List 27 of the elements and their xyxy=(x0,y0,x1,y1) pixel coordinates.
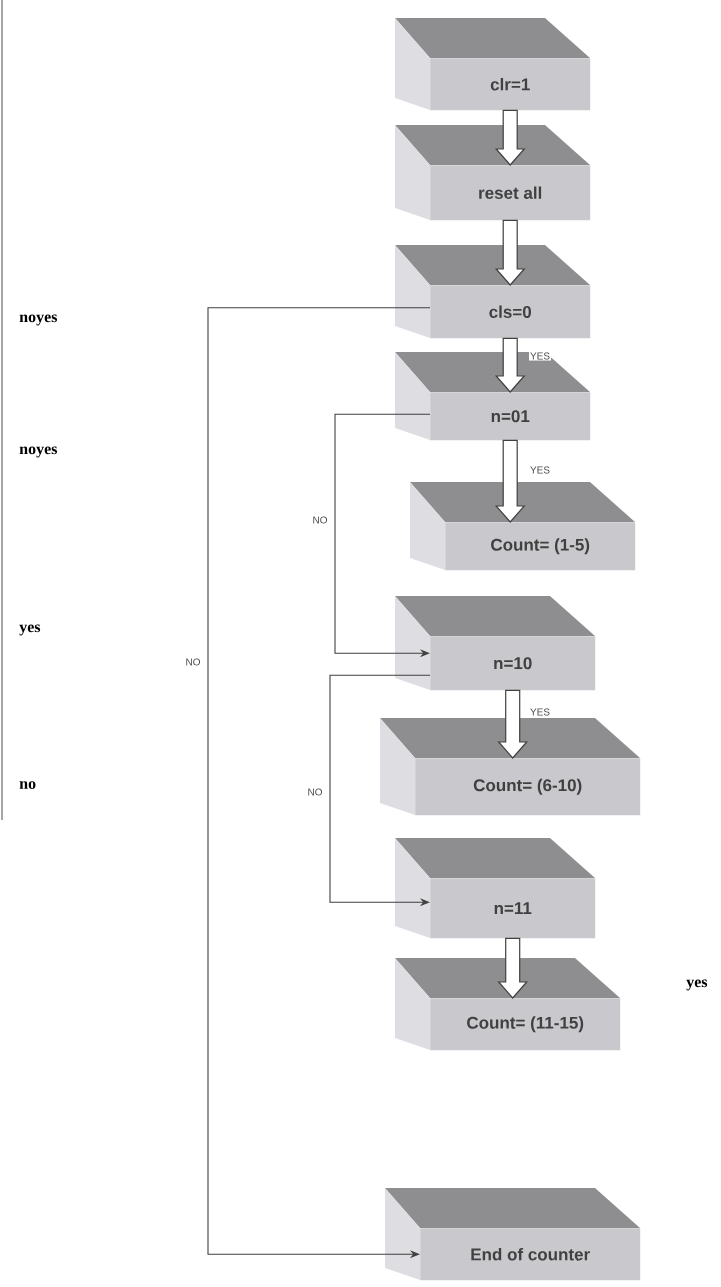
edge-label: YES xyxy=(529,465,551,475)
side-label: yes xyxy=(19,624,41,636)
block-arrow xyxy=(494,439,526,523)
3d-box: Count= (6-10) xyxy=(380,718,641,816)
block-arrow xyxy=(494,337,526,393)
block-arrow xyxy=(494,109,526,166)
edge-label: NO xyxy=(306,787,324,797)
node-label: n=01 xyxy=(491,410,530,423)
3d-box: clr=1 xyxy=(395,18,591,111)
3d-box: n=10 xyxy=(395,596,596,691)
3d-box: End of counter xyxy=(385,1188,641,1281)
side-label: noyes xyxy=(19,446,58,458)
edge-label: NO xyxy=(184,657,202,667)
block-arrow xyxy=(497,937,529,999)
block-arrow xyxy=(497,689,529,759)
edge-label: YES xyxy=(529,707,551,717)
3d-box: cls=0 xyxy=(395,245,591,339)
edge-label: NO xyxy=(311,515,329,525)
side-label: noyes xyxy=(19,314,58,326)
3d-box: Count= (11-15) xyxy=(395,958,621,1051)
3d-box: reset all xyxy=(395,125,591,221)
3d-box: n=11 xyxy=(395,838,596,939)
3d-box: Count= (1-5) xyxy=(410,482,636,571)
edge-label: YES xyxy=(529,351,551,361)
block-arrow xyxy=(494,219,526,286)
side-label: yes xyxy=(686,979,708,991)
side-label: no xyxy=(19,781,36,789)
